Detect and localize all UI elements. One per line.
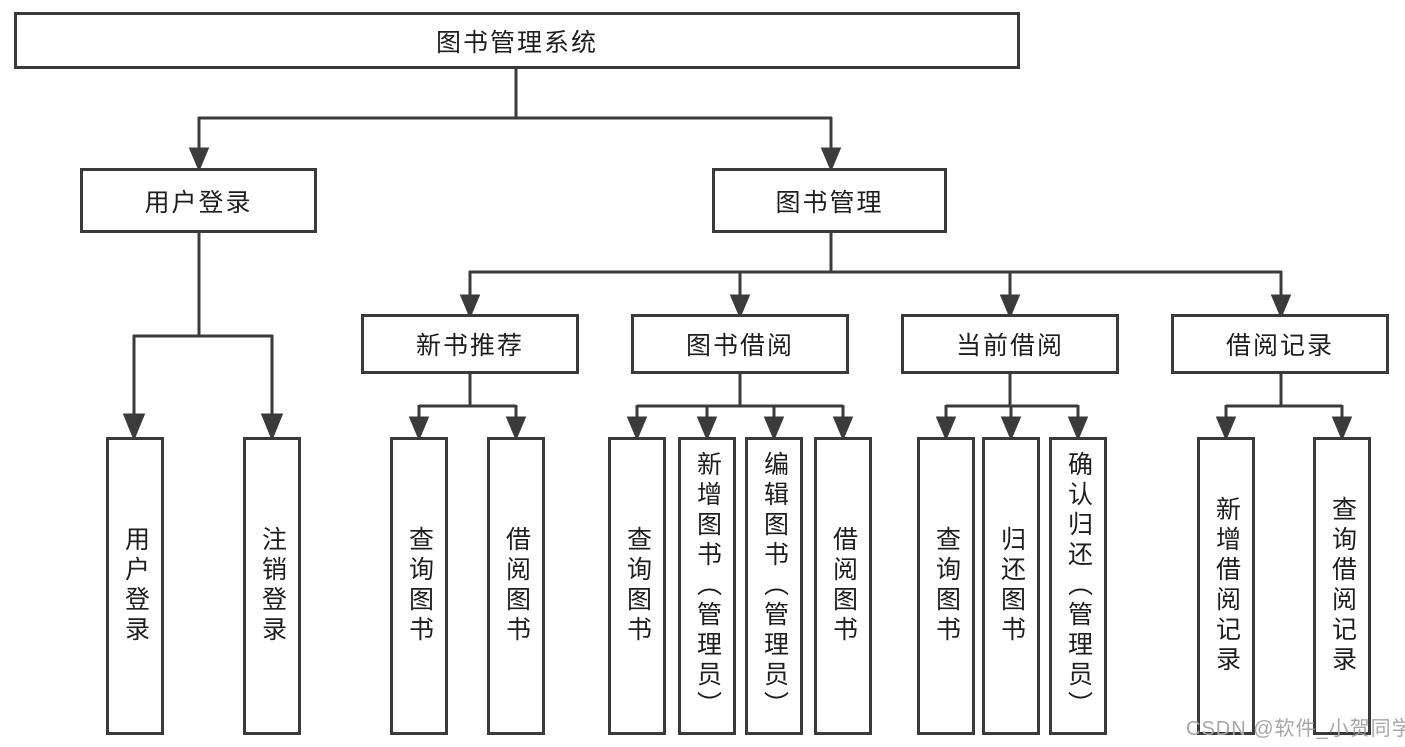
arrowhead-icon <box>1215 416 1237 441</box>
leaf-logout: 注销登录 <box>243 437 301 735</box>
node-new-book-recommend-label: 新书推荐 <box>415 332 524 360</box>
root-node-label: 图书管理系统 <box>435 28 598 57</box>
arrowhead-icon <box>935 416 957 441</box>
connector-book-management-children <box>459 233 1292 319</box>
leaf-query-books-borrowing-label: 查询图书 <box>623 526 652 646</box>
leaf-return-books: 归还图书 <box>982 437 1040 735</box>
leaf-confirm-return-admin-label: 确认归还（管理员） <box>1064 451 1093 721</box>
leaf-borrow-books-label: 借阅图书 <box>829 526 858 646</box>
arrowhead-icon <box>1331 416 1353 441</box>
node-user-login-label: 用户登录 <box>144 188 253 217</box>
arrowhead-icon <box>999 294 1021 319</box>
connector-book-borrowing-children <box>626 374 854 441</box>
leaf-confirm-return-admin: 确认归还（管理员） <box>1049 437 1107 735</box>
node-new-book-recommend: 新书推荐 <box>361 314 579 374</box>
arrowhead-icon <box>122 413 146 441</box>
node-book-borrowing: 图书借阅 <box>631 314 849 374</box>
connector-current-borrowing-children <box>935 374 1089 441</box>
csdn-watermark: CSDN @软件_小贺同学 <box>1186 718 1405 740</box>
leaf-query-books-recommend: 查询图书 <box>390 437 448 735</box>
connector-root-to-level2 <box>188 69 842 172</box>
root-node: 图书管理系统 <box>14 12 1020 69</box>
leaf-logout-label: 注销登录 <box>258 526 287 646</box>
arrowhead-icon <box>696 416 718 441</box>
arrowhead-icon <box>820 147 842 172</box>
leaf-add-borrow-record-label: 新增借阅记录 <box>1212 496 1241 676</box>
leaf-query-books-current: 查询图书 <box>917 437 975 735</box>
leaf-user-login-label: 用户登录 <box>121 526 150 646</box>
arrowhead-icon <box>729 294 751 319</box>
arrowhead-icon <box>505 416 527 441</box>
leaf-user-login: 用户登录 <box>106 437 164 735</box>
arrowhead-icon <box>408 416 430 441</box>
node-current-borrowing: 当前借阅 <box>901 314 1119 374</box>
arrowhead-icon <box>832 416 854 441</box>
arrowhead-icon <box>1067 416 1089 441</box>
node-book-management-label: 图书管理 <box>775 188 884 217</box>
node-book-management: 图书管理 <box>712 168 947 233</box>
leaf-add-borrow-record: 新增借阅记录 <box>1197 437 1255 735</box>
leaf-add-book-admin-label: 新增图书（管理员） <box>693 451 722 721</box>
leaf-edit-book-admin: 编辑图书（管理员） <box>745 437 803 735</box>
node-user-login: 用户登录 <box>80 168 317 233</box>
node-borrowing-records-label: 借阅记录 <box>1225 332 1334 360</box>
connector-user-login-children <box>122 233 284 441</box>
arrowhead-icon <box>763 416 785 441</box>
arrowhead-icon <box>1270 294 1292 319</box>
leaf-query-borrow-record: 查询借阅记录 <box>1313 437 1371 735</box>
leaf-borrow-books-recommend-label: 借阅图书 <box>502 526 531 646</box>
leaf-query-books-current-label: 查询图书 <box>932 526 961 646</box>
arrowhead-icon <box>260 413 284 441</box>
leaf-edit-book-admin-label: 编辑图书（管理员） <box>760 451 789 721</box>
leaf-query-books-borrowing: 查询图书 <box>608 437 666 735</box>
arrowhead-icon <box>188 147 210 172</box>
leaf-return-books-label: 归还图书 <box>997 526 1026 646</box>
arrowhead-icon <box>459 294 481 319</box>
node-current-borrowing-label: 当前借阅 <box>955 332 1064 360</box>
connector-borrowing-records-children <box>1215 374 1353 441</box>
arrowhead-icon <box>1000 416 1022 441</box>
leaf-borrow-books: 借阅图书 <box>814 437 872 735</box>
connector-new-book-recommend-children <box>408 374 527 441</box>
leaf-borrow-books-recommend: 借阅图书 <box>487 437 545 735</box>
node-borrowing-records: 借阅记录 <box>1171 314 1389 374</box>
leaf-query-books-recommend-label: 查询图书 <box>405 526 434 646</box>
leaf-add-book-admin: 新增图书（管理员） <box>678 437 736 735</box>
leaf-query-borrow-record-label: 查询借阅记录 <box>1328 496 1357 676</box>
arrowhead-icon <box>626 416 648 441</box>
node-book-borrowing-label: 图书借阅 <box>685 332 794 360</box>
